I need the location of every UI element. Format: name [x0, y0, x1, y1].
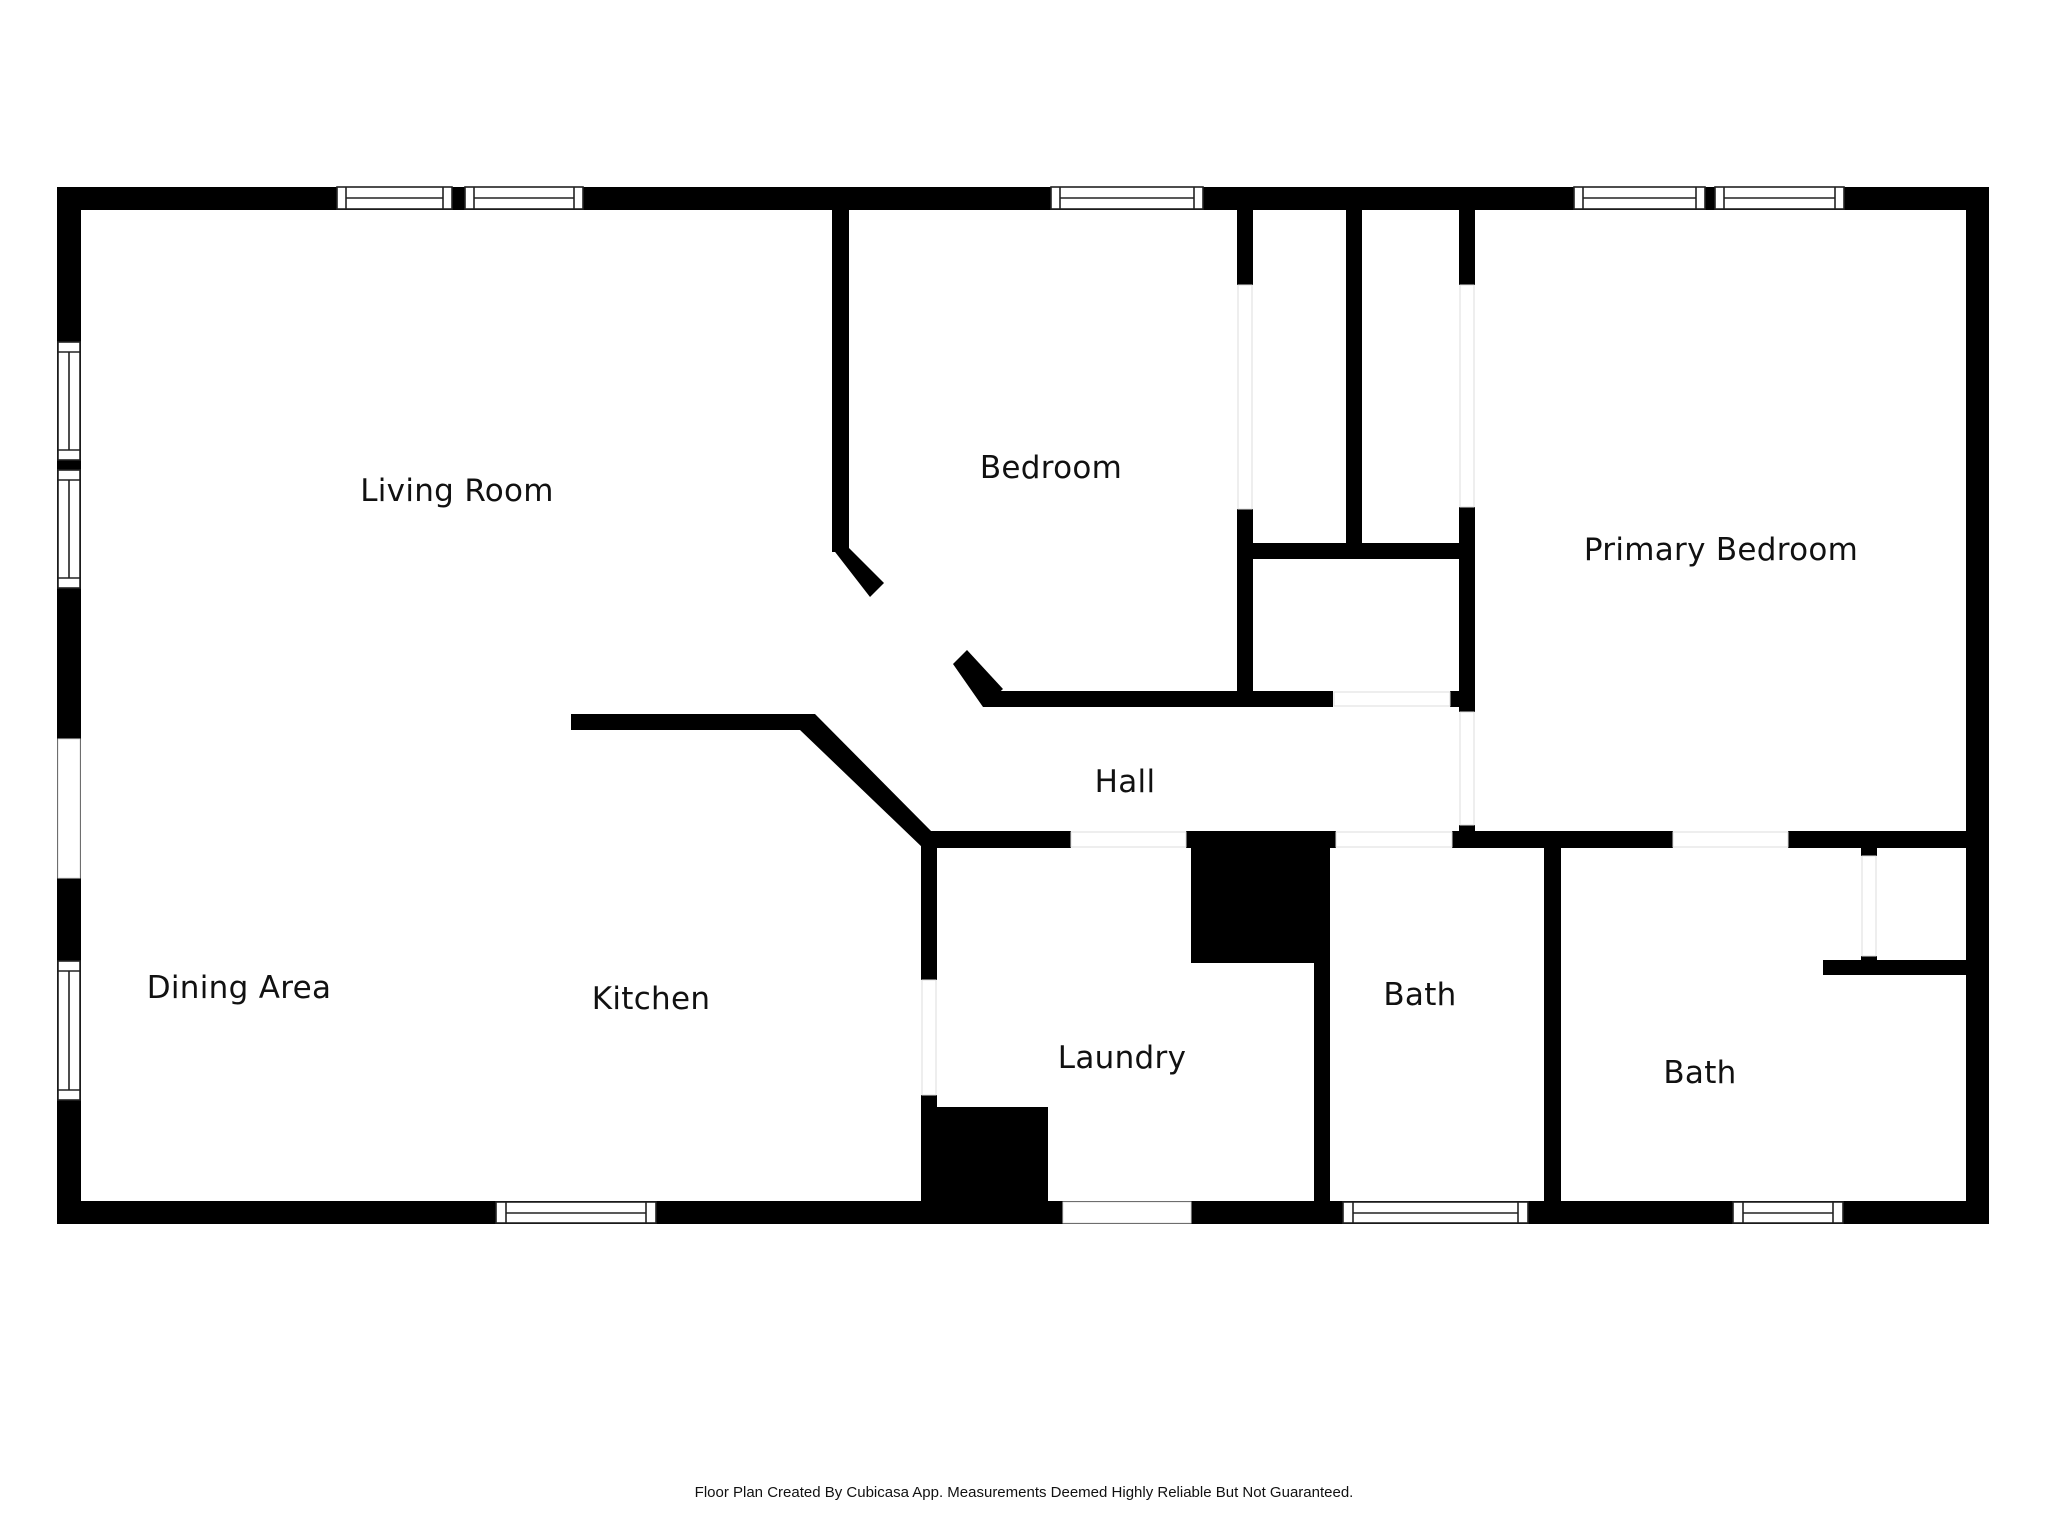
- room-label-laundry: Laundry: [1057, 1040, 1187, 1076]
- room-label-living-room: Living Room: [360, 473, 554, 509]
- exterior-door-opening: [1062, 1201, 1192, 1224]
- window-icon: [1732, 1201, 1844, 1224]
- window-icon: [57, 341, 81, 461]
- exterior-door-opening: [57, 738, 81, 879]
- window-icon: [495, 1201, 657, 1224]
- room-label-bath: Bath: [1383, 977, 1457, 1013]
- room-label-bedroom: Bedroom: [979, 450, 1123, 486]
- footer-disclaimer: Floor Plan Created By Cubicasa App. Meas…: [694, 1484, 1354, 1501]
- utility-block: [921, 1107, 1048, 1207]
- interior-door-openings: [921, 284, 1877, 1096]
- window-icon: [1573, 186, 1706, 210]
- room-label-hall: Hall: [1094, 764, 1156, 800]
- utility-block: [1191, 846, 1330, 963]
- room-label-kitchen: Kitchen: [591, 981, 711, 1017]
- window-icon: [1342, 1201, 1529, 1224]
- window-icon: [57, 960, 81, 1101]
- room-label-dining-area: Dining Area: [146, 970, 332, 1006]
- window-icon: [464, 186, 584, 210]
- room-label-primary-bedroom: Primary Bedroom: [1583, 532, 1859, 568]
- window-icon: [336, 186, 453, 210]
- window-icon: [1050, 186, 1204, 210]
- room-label-bath-primary: Bath: [1663, 1055, 1737, 1091]
- window-icon: [57, 469, 81, 589]
- window-icon: [1714, 186, 1845, 210]
- interior-walls: [571, 205, 1978, 1207]
- exterior-windows: [57, 186, 1845, 1224]
